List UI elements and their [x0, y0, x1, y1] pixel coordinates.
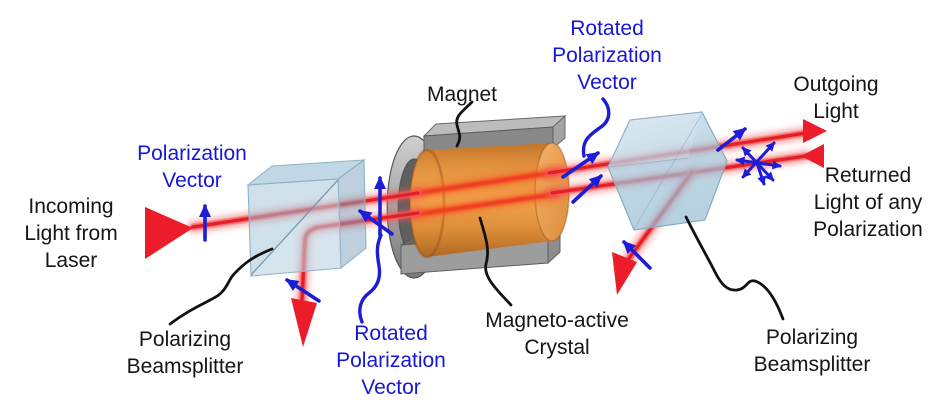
outgoing-polarization-arrow: [716, 127, 747, 152]
rotated-polarization-arrow-upper: [561, 151, 600, 179]
rejected-polarization-arrow: [285, 278, 321, 303]
incoming-light-label: Incoming Light from Laser: [24, 195, 118, 272]
rotated-polarization-arrow-lower: [571, 174, 603, 204]
polarization-vector-label: Polarization Vector: [137, 142, 247, 192]
rotated-polarization-vector-bottom-label: Rotated Polarization Vector: [336, 322, 446, 399]
returned-rotated-polarization-arrow: [358, 209, 394, 236]
pointer-rotated-vector-bottom: [358, 233, 383, 324]
left-beamsplitter-cube: [246, 158, 367, 277]
magnet-ring: [386, 135, 426, 279]
pointer-right-beamsplitter: [684, 215, 785, 321]
right-beamsplitter-cube: [607, 111, 728, 231]
outgoing-light-label: Outgoing Light: [793, 73, 879, 123]
beamsplitter-diagonal: [633, 113, 703, 230]
magneto-active-crystal-label: Magneto-active Crystal: [485, 309, 629, 359]
pointer-magnet: [455, 100, 474, 148]
rejected-polarization-arrow-right: [622, 240, 652, 270]
rejected-beam-arrow-left-cube: [291, 298, 317, 347]
any-polarization-starburst: [735, 141, 782, 186]
pointer-rotated-vector-top: [581, 97, 611, 158]
pointer-left-beamsplitter: [168, 247, 274, 326]
magnet-label: Magnet: [426, 83, 498, 106]
returned-light-arrow: [801, 144, 824, 168]
returned-light-label: Returned Light of any Polarization: [813, 164, 923, 241]
beamsplitter-diagonal: [250, 179, 339, 276]
polarizing-beamsplitter-left-label: Polarizing Beamsplitter: [126, 328, 244, 378]
incoming-laser-arrow: [145, 207, 193, 259]
polarizing-beamsplitter-right-label: Polarizing Beamsplitter: [753, 326, 871, 376]
rejected-beam-arrow-right-cube: [612, 252, 637, 295]
pointer-crystal: [478, 216, 513, 307]
outgoing-light-arrow: [803, 119, 827, 143]
rotated-polarization-vector-top-label: Rotated Polarization Vector: [552, 17, 662, 94]
